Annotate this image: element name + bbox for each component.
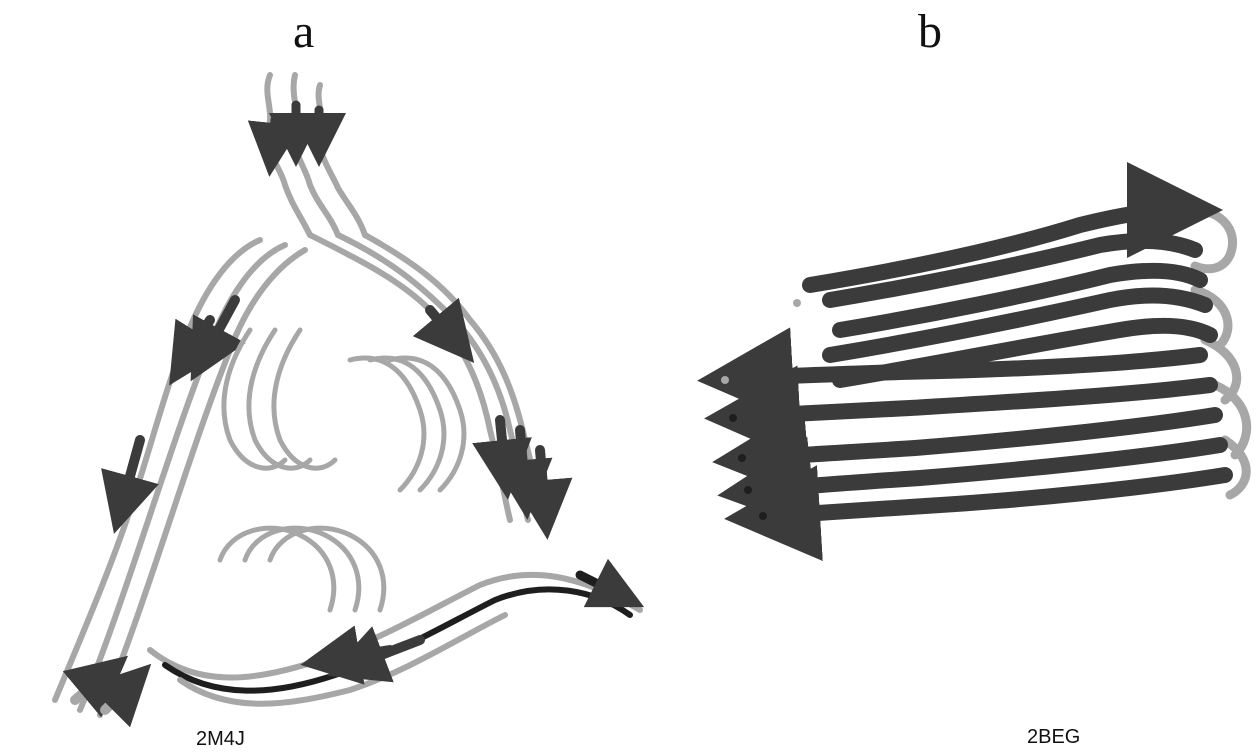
top-strand-bundle (267, 75, 365, 235)
protein-structure-2beg (721, 209, 1247, 520)
structure-label-2m4j: 2M4J (196, 729, 245, 749)
bottom-strand-bundle (150, 575, 640, 704)
structure-label-2beg: 2BEG (1027, 727, 1080, 747)
left-strand-bundle (55, 240, 305, 715)
protein-structure-2m4j (55, 75, 640, 715)
lower-strands (745, 355, 1225, 516)
inner-loop-bundle (220, 330, 464, 610)
